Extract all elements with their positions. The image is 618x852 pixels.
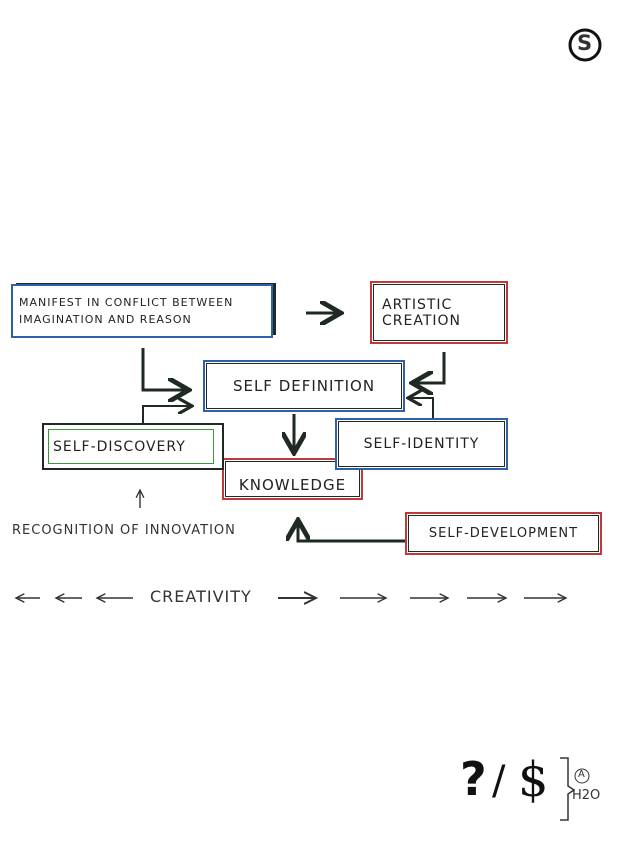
logo-icon — [568, 28, 602, 62]
brace-icon — [560, 757, 576, 821]
self-discovery-label: Self-discovery — [53, 438, 186, 455]
logo-letter: S — [577, 31, 594, 55]
dollar-sign: $ — [518, 752, 549, 808]
arrow-development-to-knowledge — [298, 523, 405, 543]
circled-a-letter: A — [578, 769, 585, 780]
circled-a-icon — [574, 768, 590, 784]
node-self-identity: Self-identity — [335, 418, 508, 470]
node-knowledge: Knowledge — [222, 458, 363, 500]
arrow-manifest-to-self-definition — [141, 348, 186, 390]
manifest-line-1: Manifest in conflict between — [19, 296, 234, 309]
node-self-discovery: Self-discovery — [42, 423, 224, 470]
artistic-line-2: creation — [382, 312, 462, 329]
artistic-line-1: Artistic — [382, 296, 453, 313]
recognition-of-innovation-label: Recognition of innovation — [12, 523, 236, 538]
self-discovery-inner: Self-discovery — [48, 429, 214, 464]
node-self-development: Self-development — [405, 512, 602, 555]
node-manifest-conflict: Manifest in conflict between imagination… — [11, 284, 273, 338]
creativity-label: Creativity — [150, 587, 252, 606]
manifest-line-2: imagination and reason — [19, 313, 192, 326]
knowledge-label: Knowledge — [238, 476, 347, 494]
node-artistic-creation: Artistic creation — [370, 281, 508, 344]
h2o-label: H2O — [572, 788, 601, 803]
self-development-label: Self-development — [428, 526, 579, 541]
slash: / — [492, 758, 506, 804]
self-identity-label: Self-identity — [363, 436, 480, 452]
arrow-discovery-to-self-definition — [142, 406, 190, 423]
arrow-artistic-to-self-definition — [415, 352, 446, 383]
node-self-definition: Self definition — [203, 360, 405, 412]
arrow-identity-to-self-definition — [410, 398, 434, 418]
self-definition-label: Self definition — [232, 377, 376, 395]
question-mark: ? — [460, 752, 487, 806]
